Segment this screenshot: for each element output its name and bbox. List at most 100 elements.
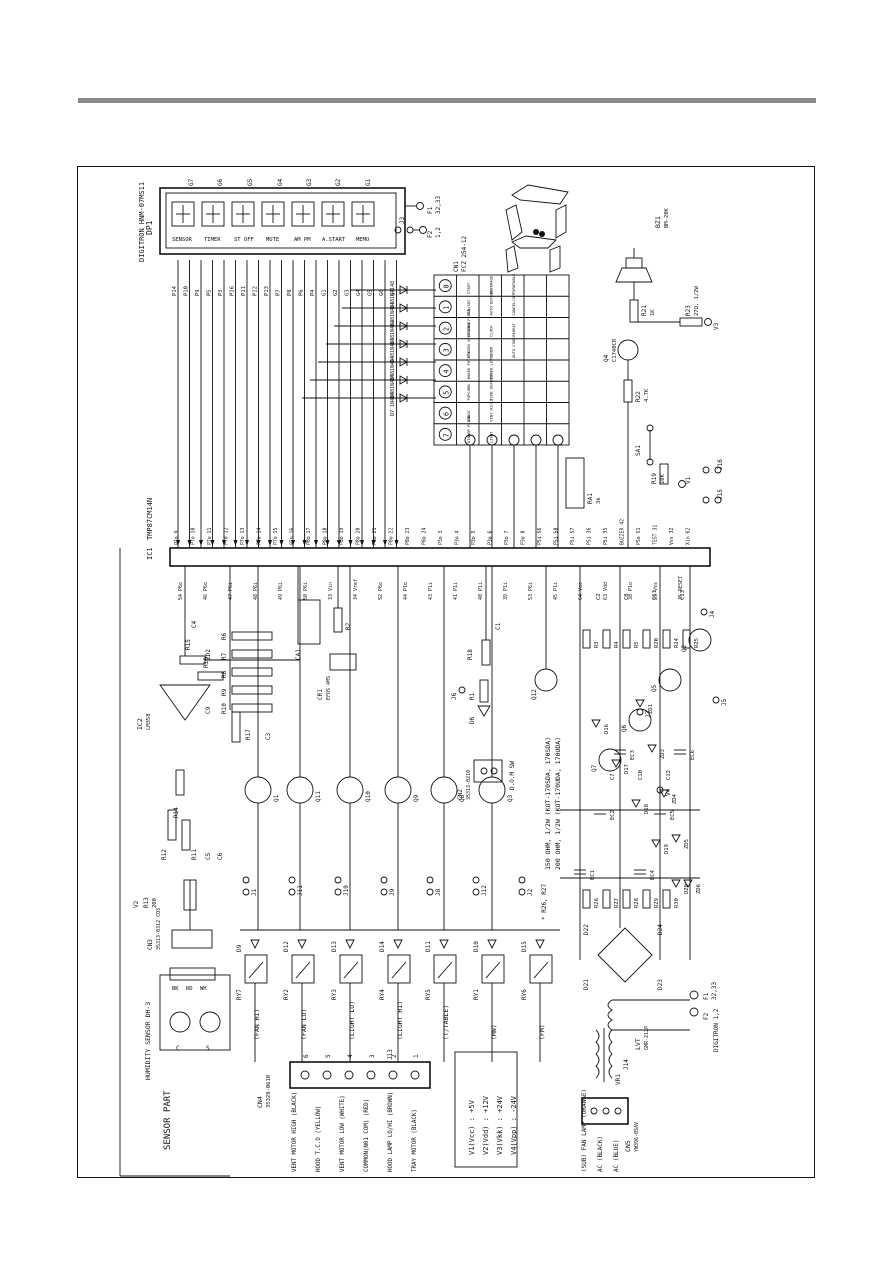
svg-text:VR1: VR1 bbox=[615, 1074, 622, 1085]
svg-text:35313-0312 CO3: 35313-0312 CO3 bbox=[156, 908, 162, 950]
svg-text:S: S bbox=[206, 1045, 210, 1052]
relay-coil bbox=[339, 954, 363, 984]
ic1-pin-label: P7o 12 bbox=[224, 528, 230, 545]
key-row-number: 3 bbox=[442, 348, 450, 352]
svg-text:4.7K: 4.7K bbox=[644, 388, 650, 402]
key-column-marker bbox=[508, 434, 520, 446]
relay-contact bbox=[248, 961, 264, 979]
key-row-marker bbox=[438, 279, 452, 293]
svg-text:Q4: Q4 bbox=[603, 354, 610, 362]
key-label: START bbox=[466, 282, 471, 294]
key-row-marker bbox=[438, 385, 452, 399]
ic1-pin-label: P7o 15 bbox=[273, 528, 279, 545]
svg-text:G5: G5 bbox=[247, 178, 254, 186]
psu-diode bbox=[631, 799, 641, 808]
display-digit bbox=[231, 201, 255, 227]
svg-text:D6: D6 bbox=[469, 716, 476, 724]
svg-text:32,33: 32,33 bbox=[435, 196, 442, 214]
diode-label: D7 1N4148 bbox=[390, 389, 396, 416]
svg-text:J13: J13 bbox=[387, 1049, 394, 1060]
misc-right-components: RA1 3k SA1 R19 10K V1 J16 J15 bbox=[565, 424, 724, 509]
ic1-pin-label: P7o 9 bbox=[174, 530, 180, 545]
keypad-matrix: CN1 FCZ 254-12 01234567STARTMIN/SECFROZE… bbox=[433, 235, 570, 548]
relay-diode bbox=[535, 939, 545, 950]
relay-ref-label: RY5 bbox=[425, 989, 432, 1000]
relay-ref-label: RY6 bbox=[521, 989, 528, 1000]
svg-text:DP1: DP1 bbox=[145, 220, 154, 235]
svg-text:C1: C1 bbox=[495, 622, 502, 630]
ic1-pin-label: P7o 13 bbox=[240, 528, 246, 545]
diode-symbol bbox=[399, 303, 408, 313]
svg-text:BM-20K: BM-20K bbox=[664, 207, 670, 228]
key-row-number: 4 bbox=[442, 369, 450, 373]
cn4-pin-number: 3 bbox=[369, 1054, 376, 1058]
relay-diode bbox=[393, 939, 403, 950]
svg-text:V2(Vdd) : +12V: V2(Vdd) : +12V bbox=[482, 1095, 490, 1155]
capacitor-label: EC4 bbox=[650, 869, 656, 880]
svg-text:ST OFF: ST OFF bbox=[234, 237, 254, 243]
display-pin-label: P7 bbox=[276, 289, 282, 296]
zener-diode bbox=[659, 789, 669, 798]
svg-text:AM PM: AM PM bbox=[294, 237, 311, 243]
psu-diode-label: D20 bbox=[684, 884, 690, 894]
svg-text:CN4: CN4 bbox=[256, 1096, 264, 1108]
display-pin-label: G5 bbox=[368, 289, 374, 296]
small-capacitor-label: C12 bbox=[666, 770, 672, 780]
svg-text:F1: F1 bbox=[703, 992, 710, 1000]
key-row-number: 1 bbox=[442, 306, 450, 310]
relay-ref-label: RY7 bbox=[236, 989, 243, 1000]
relay-contact bbox=[295, 961, 311, 979]
key-row-number: 6 bbox=[442, 412, 450, 416]
svg-text:200 OHM, 1/2W (KOT-170UDA, 170: 200 OHM, 1/2W (KOT-170UDA, 170UDA) bbox=[554, 737, 562, 870]
ic1-pin-label: P8o 18 bbox=[323, 528, 329, 545]
jumper-point bbox=[426, 888, 434, 896]
key-column-marker bbox=[530, 434, 542, 446]
relay-coil bbox=[433, 954, 457, 984]
display-pin-label: P8 bbox=[287, 289, 293, 296]
key-label: POPCORN bbox=[466, 384, 471, 401]
psu-resistor bbox=[602, 629, 611, 649]
jumper-label: J2 bbox=[527, 888, 534, 896]
key-label: CLOCK bbox=[488, 325, 493, 337]
key-label: LIGHT bbox=[488, 431, 493, 443]
bus-arrow bbox=[210, 540, 215, 546]
relay-ref-label: RY2 bbox=[283, 989, 290, 1000]
jumper-label: J9 bbox=[389, 888, 396, 896]
relay-diode-label: D14 bbox=[379, 941, 386, 952]
resistor-network: R6 R7 R8 R9 R10 CA1 R2 CR1 EFOS 4MS R18 … bbox=[221, 566, 502, 714]
ic1-pin-label: 46 P6o bbox=[203, 582, 209, 600]
display-pin-label: P13 bbox=[264, 286, 270, 296]
ic1-pin-label: P5i 35 bbox=[603, 528, 609, 545]
ic1-pin-label: P7o 10 bbox=[191, 528, 197, 545]
capacitor-label: EC3 bbox=[630, 750, 636, 760]
svg-text:D.O.M SW: D.O.M SW bbox=[509, 761, 516, 790]
svg-text:WH: WH bbox=[200, 986, 207, 992]
display-digit bbox=[351, 201, 375, 227]
svg-text:200: 200 bbox=[152, 898, 158, 908]
key-label: REHEAT bbox=[511, 322, 516, 336]
svg-text:J3: J3 bbox=[399, 216, 406, 224]
display-digit bbox=[291, 201, 315, 227]
svg-text:R10: R10 bbox=[221, 703, 228, 714]
ic1-pin-label: P8o 23 bbox=[405, 528, 411, 545]
svg-text:F1: F1 bbox=[427, 206, 434, 214]
svg-text:BZ1: BZ1 bbox=[654, 216, 662, 228]
jumper-point bbox=[288, 876, 296, 884]
diode-label: D4 1N4148 bbox=[390, 335, 396, 362]
jumper-point bbox=[426, 876, 434, 884]
psu-diode-label: D19 bbox=[664, 844, 670, 854]
psu-resistor bbox=[682, 629, 691, 649]
relay-ref-label: RY1 bbox=[473, 989, 480, 1000]
zener-diode bbox=[647, 744, 657, 753]
cn4-pin-number: 1 bbox=[413, 1054, 420, 1058]
jumper-point bbox=[472, 888, 480, 896]
relay-function-label: (T/TABLE) bbox=[442, 1005, 450, 1040]
svg-text:3k: 3k bbox=[596, 497, 602, 504]
psu-terminal bbox=[700, 608, 708, 616]
relay-contact bbox=[437, 961, 453, 979]
svg-text:D21: D21 bbox=[583, 979, 590, 990]
relay-diode bbox=[439, 939, 449, 950]
